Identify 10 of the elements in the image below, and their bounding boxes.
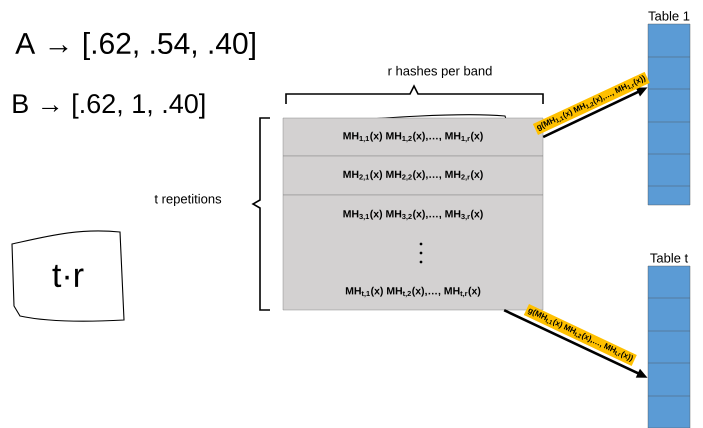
hash-table: Table 1 <box>648 11 690 206</box>
node-label: Table 1 <box>648 11 690 21</box>
brace-label: t repetitions <box>154 194 222 206</box>
handwritten-note: A → [.62, .54, .40] <box>15 32 255 60</box>
hash-band-row: MH$_{2,1}$(x) MH$_{2,2}$(x),…, MH$_{2,r}$(x) <box>282 156 544 196</box>
hash-table: Table t <box>648 253 690 428</box>
handwritten-box: t·r <box>11 230 125 322</box>
brace-label: r hashes per band <box>388 66 492 78</box>
handwritten-note: B → [.62, 1, .40] <box>13 93 204 119</box>
node-label: Table t <box>650 253 688 263</box>
